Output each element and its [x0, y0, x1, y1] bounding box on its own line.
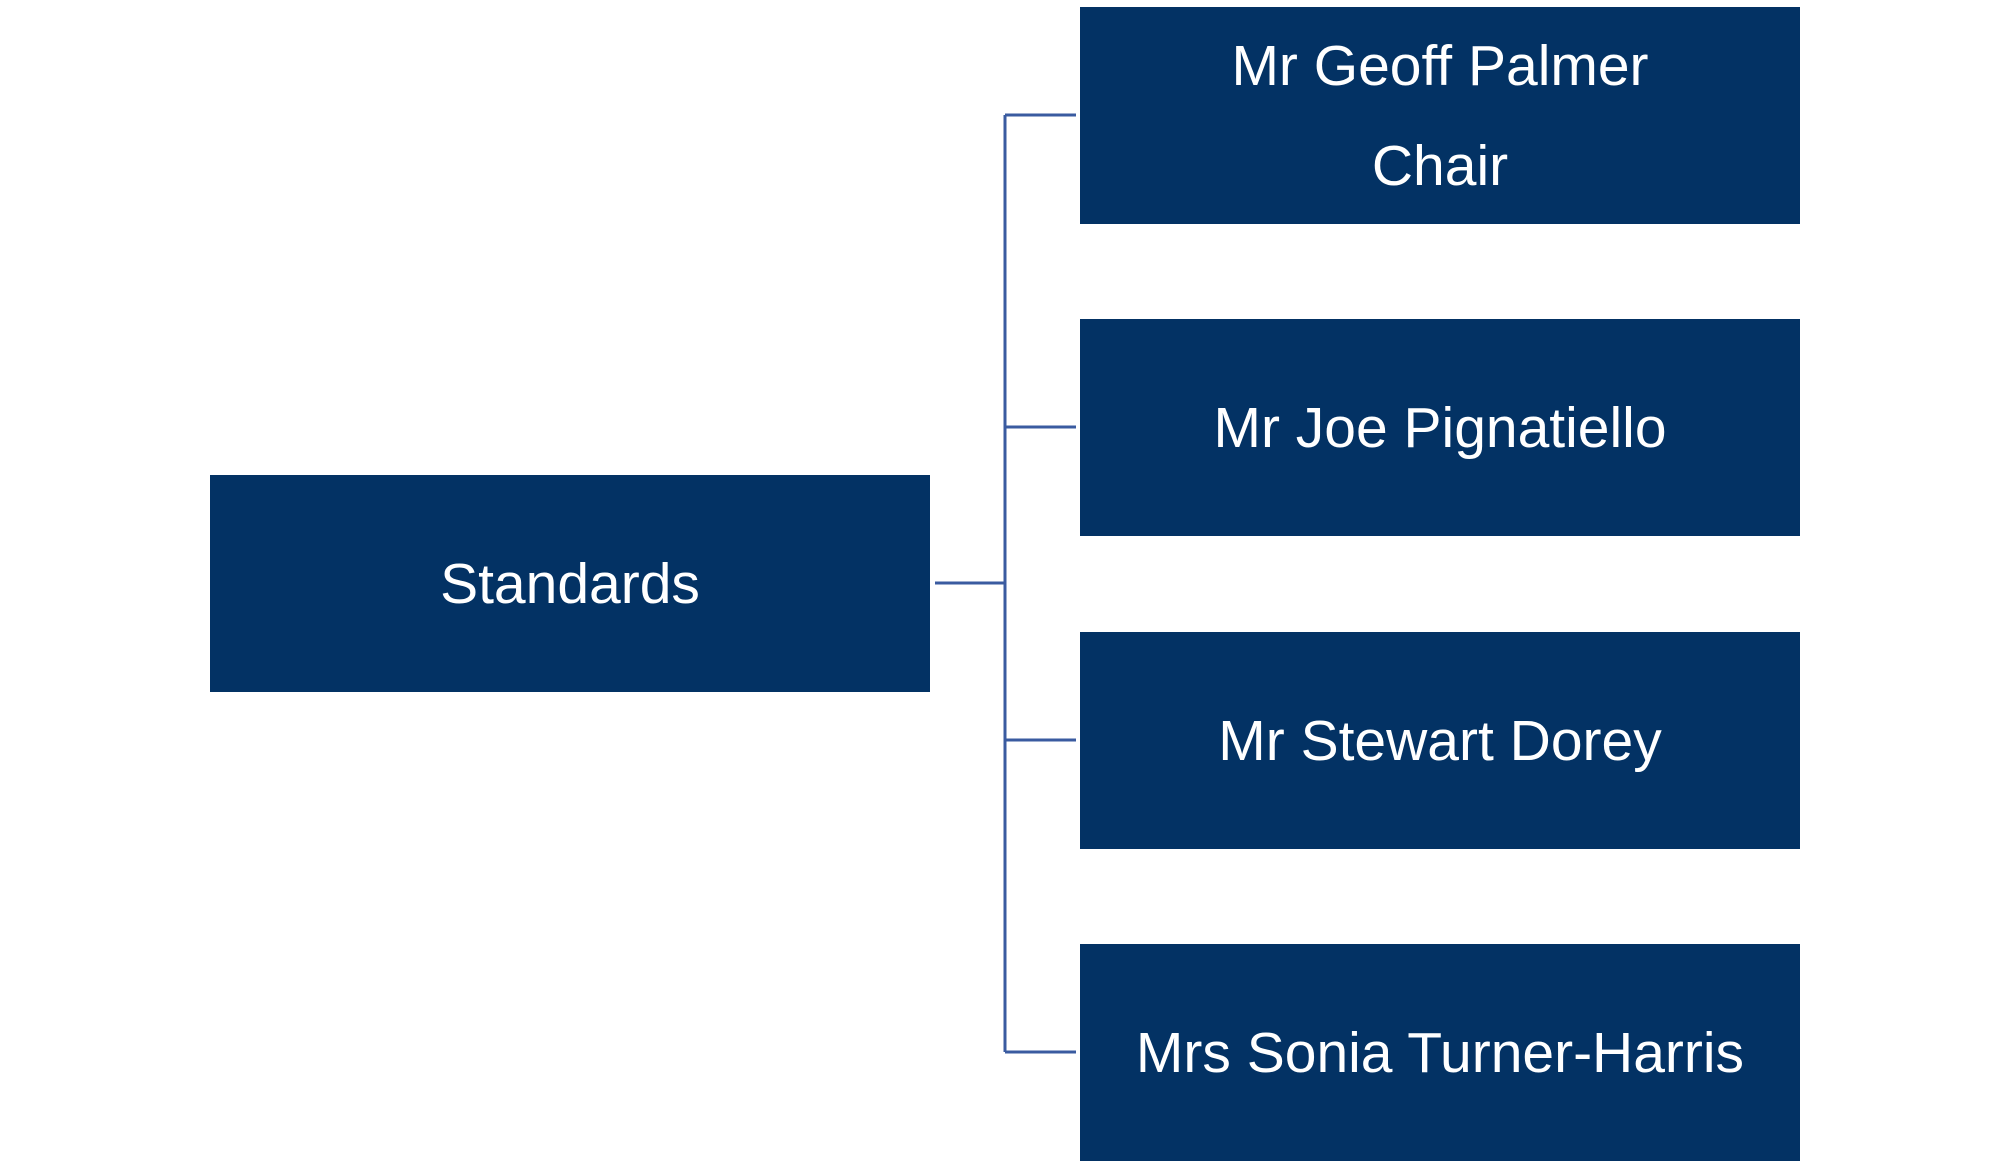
- member-name: Mr Geoff Palmer: [1231, 33, 1649, 98]
- member-name: Mrs Sonia Turner-Harris: [1135, 1020, 1745, 1085]
- member-node-2: Mr Joe Pignatiello: [1080, 319, 1800, 536]
- root-node-standards: Standards: [210, 475, 930, 692]
- member-name: Mr Joe Pignatiello: [1213, 395, 1667, 460]
- root-node-label: Standards: [440, 551, 700, 616]
- member-role: Chair: [1371, 133, 1509, 198]
- member-node-1: Mr Geoff Palmer Chair: [1080, 7, 1800, 224]
- member-name: Mr Stewart Dorey: [1218, 708, 1662, 773]
- member-node-3: Mr Stewart Dorey: [1080, 632, 1800, 849]
- member-node-4: Mrs Sonia Turner-Harris: [1080, 944, 1800, 1161]
